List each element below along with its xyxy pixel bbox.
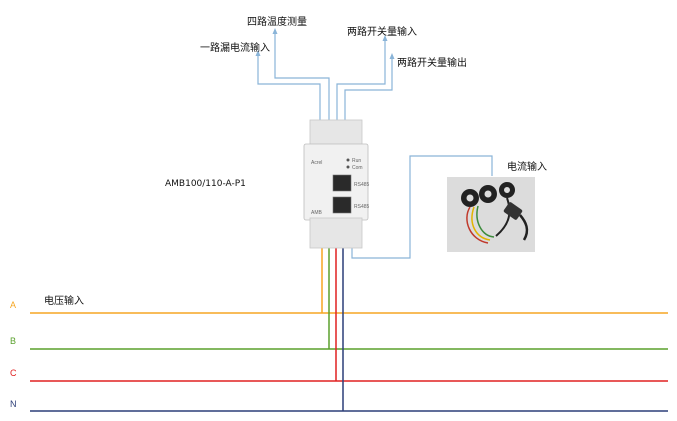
phase-label-n: N [10, 399, 17, 409]
arrow-leakage [255, 50, 261, 56]
arrow-temperature [272, 28, 278, 34]
arrow-switch-out [389, 53, 395, 59]
signal-arrows [255, 28, 395, 59]
device-bottom-terminal [309, 217, 363, 249]
label-two-switch-out: 两路开关量输出 [397, 56, 467, 69]
ct-cable-red [466, 206, 489, 244]
wire-temperature [274, 33, 330, 122]
label-four-temp: 四路温度测量 [247, 15, 307, 28]
ct-cable-black [495, 197, 511, 237]
ct-ring-1-hole [466, 194, 474, 202]
label-two-switch-in: 两路开关量输入 [347, 25, 417, 38]
rj45-port-1-icon [332, 174, 352, 192]
meter-device: Acrel Run Com RS485 RS485 AMB [303, 119, 370, 249]
wire-leakage [257, 55, 321, 122]
arrow-switch-in [382, 35, 388, 41]
port-2-label: RS485 [354, 204, 370, 210]
label-model: AMB100/110-A-P1 [165, 179, 246, 189]
port-1-label: RS485 [354, 182, 370, 188]
wire-current [351, 155, 493, 259]
phase-label-a: A [10, 300, 16, 310]
ct-ring-3-hole [504, 187, 510, 193]
phase-label-c: C [10, 368, 17, 378]
led-run-icon [346, 158, 350, 162]
wire-switch-in [336, 40, 386, 122]
label-one-leak: 一路漏电流输入 [200, 41, 270, 54]
rj45-port-2-icon [332, 196, 352, 214]
device-panel-label: AMB [311, 210, 323, 216]
label-current-in: 电流输入 [507, 160, 547, 173]
label-voltage-in: 电压输入 [44, 294, 84, 307]
wire-switch-out [344, 58, 393, 122]
led-com-icon [346, 165, 350, 169]
phase-label-b: B [10, 336, 16, 346]
ct-cable-yellow [471, 206, 491, 241]
device-top-terminal [309, 119, 363, 147]
current-sensor-photo [447, 177, 535, 252]
device-brand: Acrel [311, 160, 322, 166]
ct-cable-green [476, 205, 495, 238]
ct-ring-2-hole [484, 190, 492, 198]
ct-cable-out [519, 214, 529, 241]
led-com-label: Com [352, 165, 363, 171]
signal-wires-top [257, 33, 393, 122]
ct-connector [503, 202, 523, 220]
led-run-label: Run [352, 158, 361, 164]
